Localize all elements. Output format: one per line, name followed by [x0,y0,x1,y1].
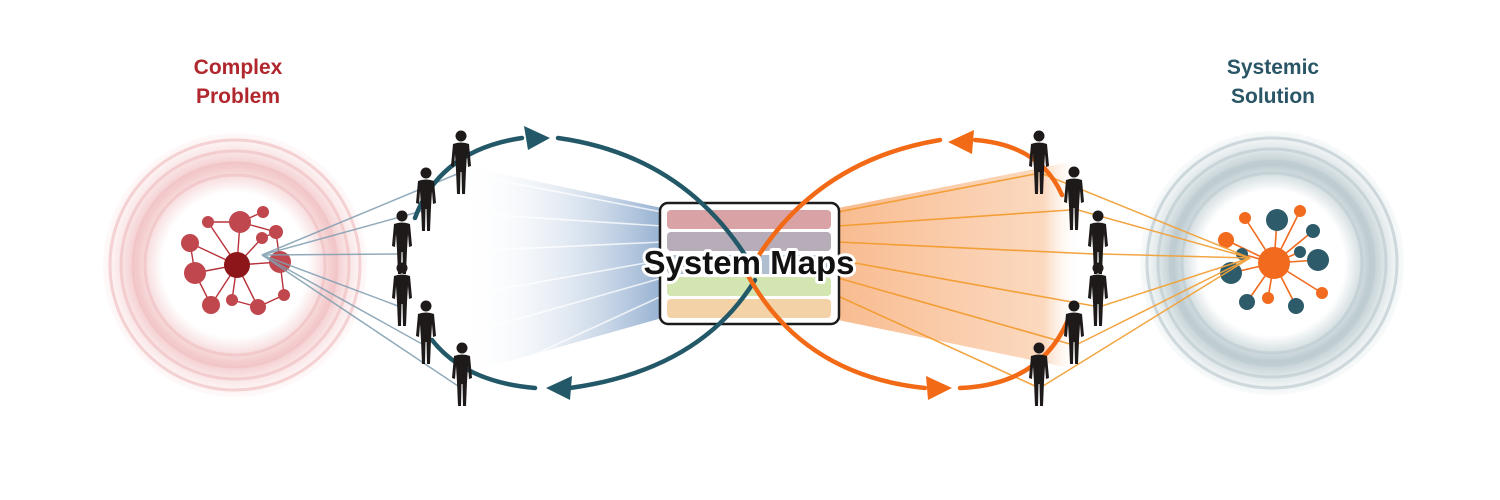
system-maps-band-2 [667,232,831,251]
problem-node [256,232,268,244]
complex-problem-title-line1: Complex [193,56,283,79]
solution-sight-line [1042,257,1251,387]
orange-arrow-top-left [754,137,943,261]
problem-sight-line [261,254,399,307]
solution-node [1294,205,1306,217]
teal-arrow-top-right [555,135,748,258]
problem-sight-line [261,253,399,256]
system-maps-band-5 [667,299,831,318]
problem-node [229,211,251,233]
solution-node [1266,209,1288,231]
map-sight-line [837,259,1095,307]
teal-arrowhead-bottom [546,376,572,400]
map-sight-line [837,277,1071,345]
complex-problem-title-line2: Problem [195,85,281,108]
solution-node [1220,262,1242,284]
map-sight-line [464,173,663,213]
system-maps-label: System Maps [644,244,855,281]
orange-arrowhead-bottom [926,376,952,400]
blue-wedge [460,165,662,375]
solution-cluster [1140,131,1404,395]
problem-sight-line [261,210,423,256]
problem-node [250,299,266,315]
person-icon [416,300,436,364]
teal-arrow-bottom-right [567,277,758,391]
system-maps-card [658,201,841,326]
solution-node [1288,298,1304,314]
solution-node [1306,224,1320,238]
problem-node [226,294,238,306]
orange-wedge [838,160,1080,370]
system-maps-band-1 [667,210,831,229]
problem-sight-line [261,254,459,387]
solution-node [1316,287,1328,299]
orange-arrowhead-top [948,130,974,154]
systemic-solution-title: Systemic Solution [1173,53,1373,111]
map-sight-line [837,241,1095,255]
problem-hub-node [224,252,250,278]
person-icon [392,262,412,326]
map-sight-line [465,295,663,387]
problem-node [257,206,269,218]
solution-sight-line [1101,257,1251,307]
problem-sight-lines [261,173,459,387]
orange-arrow-bottom-right [957,317,1071,391]
problem-node [269,225,283,239]
problem-node [181,234,199,252]
orange-loop [742,137,1071,391]
problem-node [184,262,206,284]
solution-node [1307,249,1329,271]
problem-sight-line [261,254,423,345]
solution-node [1294,246,1306,258]
map-sight-line [837,173,1036,213]
map-sight-line [837,295,1036,387]
solution-node [1218,232,1234,248]
teal-arrowhead-top [524,126,550,150]
solution-node [1239,294,1255,310]
map-sight-line [405,241,663,255]
systemic-solution-title-line1: Systemic [1226,56,1320,79]
solution-node [1262,292,1274,304]
problem-network-nodes [181,206,291,315]
problem-node [278,289,290,301]
person-icon [416,167,436,231]
solution-rings [1145,136,1399,390]
orange-arrow-bottom-left [742,267,928,391]
person-icon [1088,262,1108,326]
solution-sight-line [1101,253,1251,259]
problem-node [202,296,220,314]
solution-hub-node [1258,247,1290,279]
map-sight-lines-left [405,173,663,387]
problem-cluster [103,133,367,397]
solution-sight-line [1077,209,1251,259]
solution-network-nodes [1218,205,1329,314]
teal-arrow-bottom-left [429,337,538,391]
system-maps-band-3 [667,255,831,274]
map-sight-lines-right [837,173,1095,387]
orange-arrow-top-right [972,137,1065,198]
map-sight-line [405,259,663,307]
solution-node [1239,212,1251,224]
map-sight-line [837,209,1071,227]
problem-rings [108,138,362,392]
map-sight-line [429,210,663,227]
complex-problem-title: Complex Problem [138,53,338,111]
problem-node [202,216,214,228]
solution-sight-line [1077,257,1251,345]
map-sight-line [429,277,663,345]
systemic-solution-title-line2: Solution [1231,85,1315,108]
